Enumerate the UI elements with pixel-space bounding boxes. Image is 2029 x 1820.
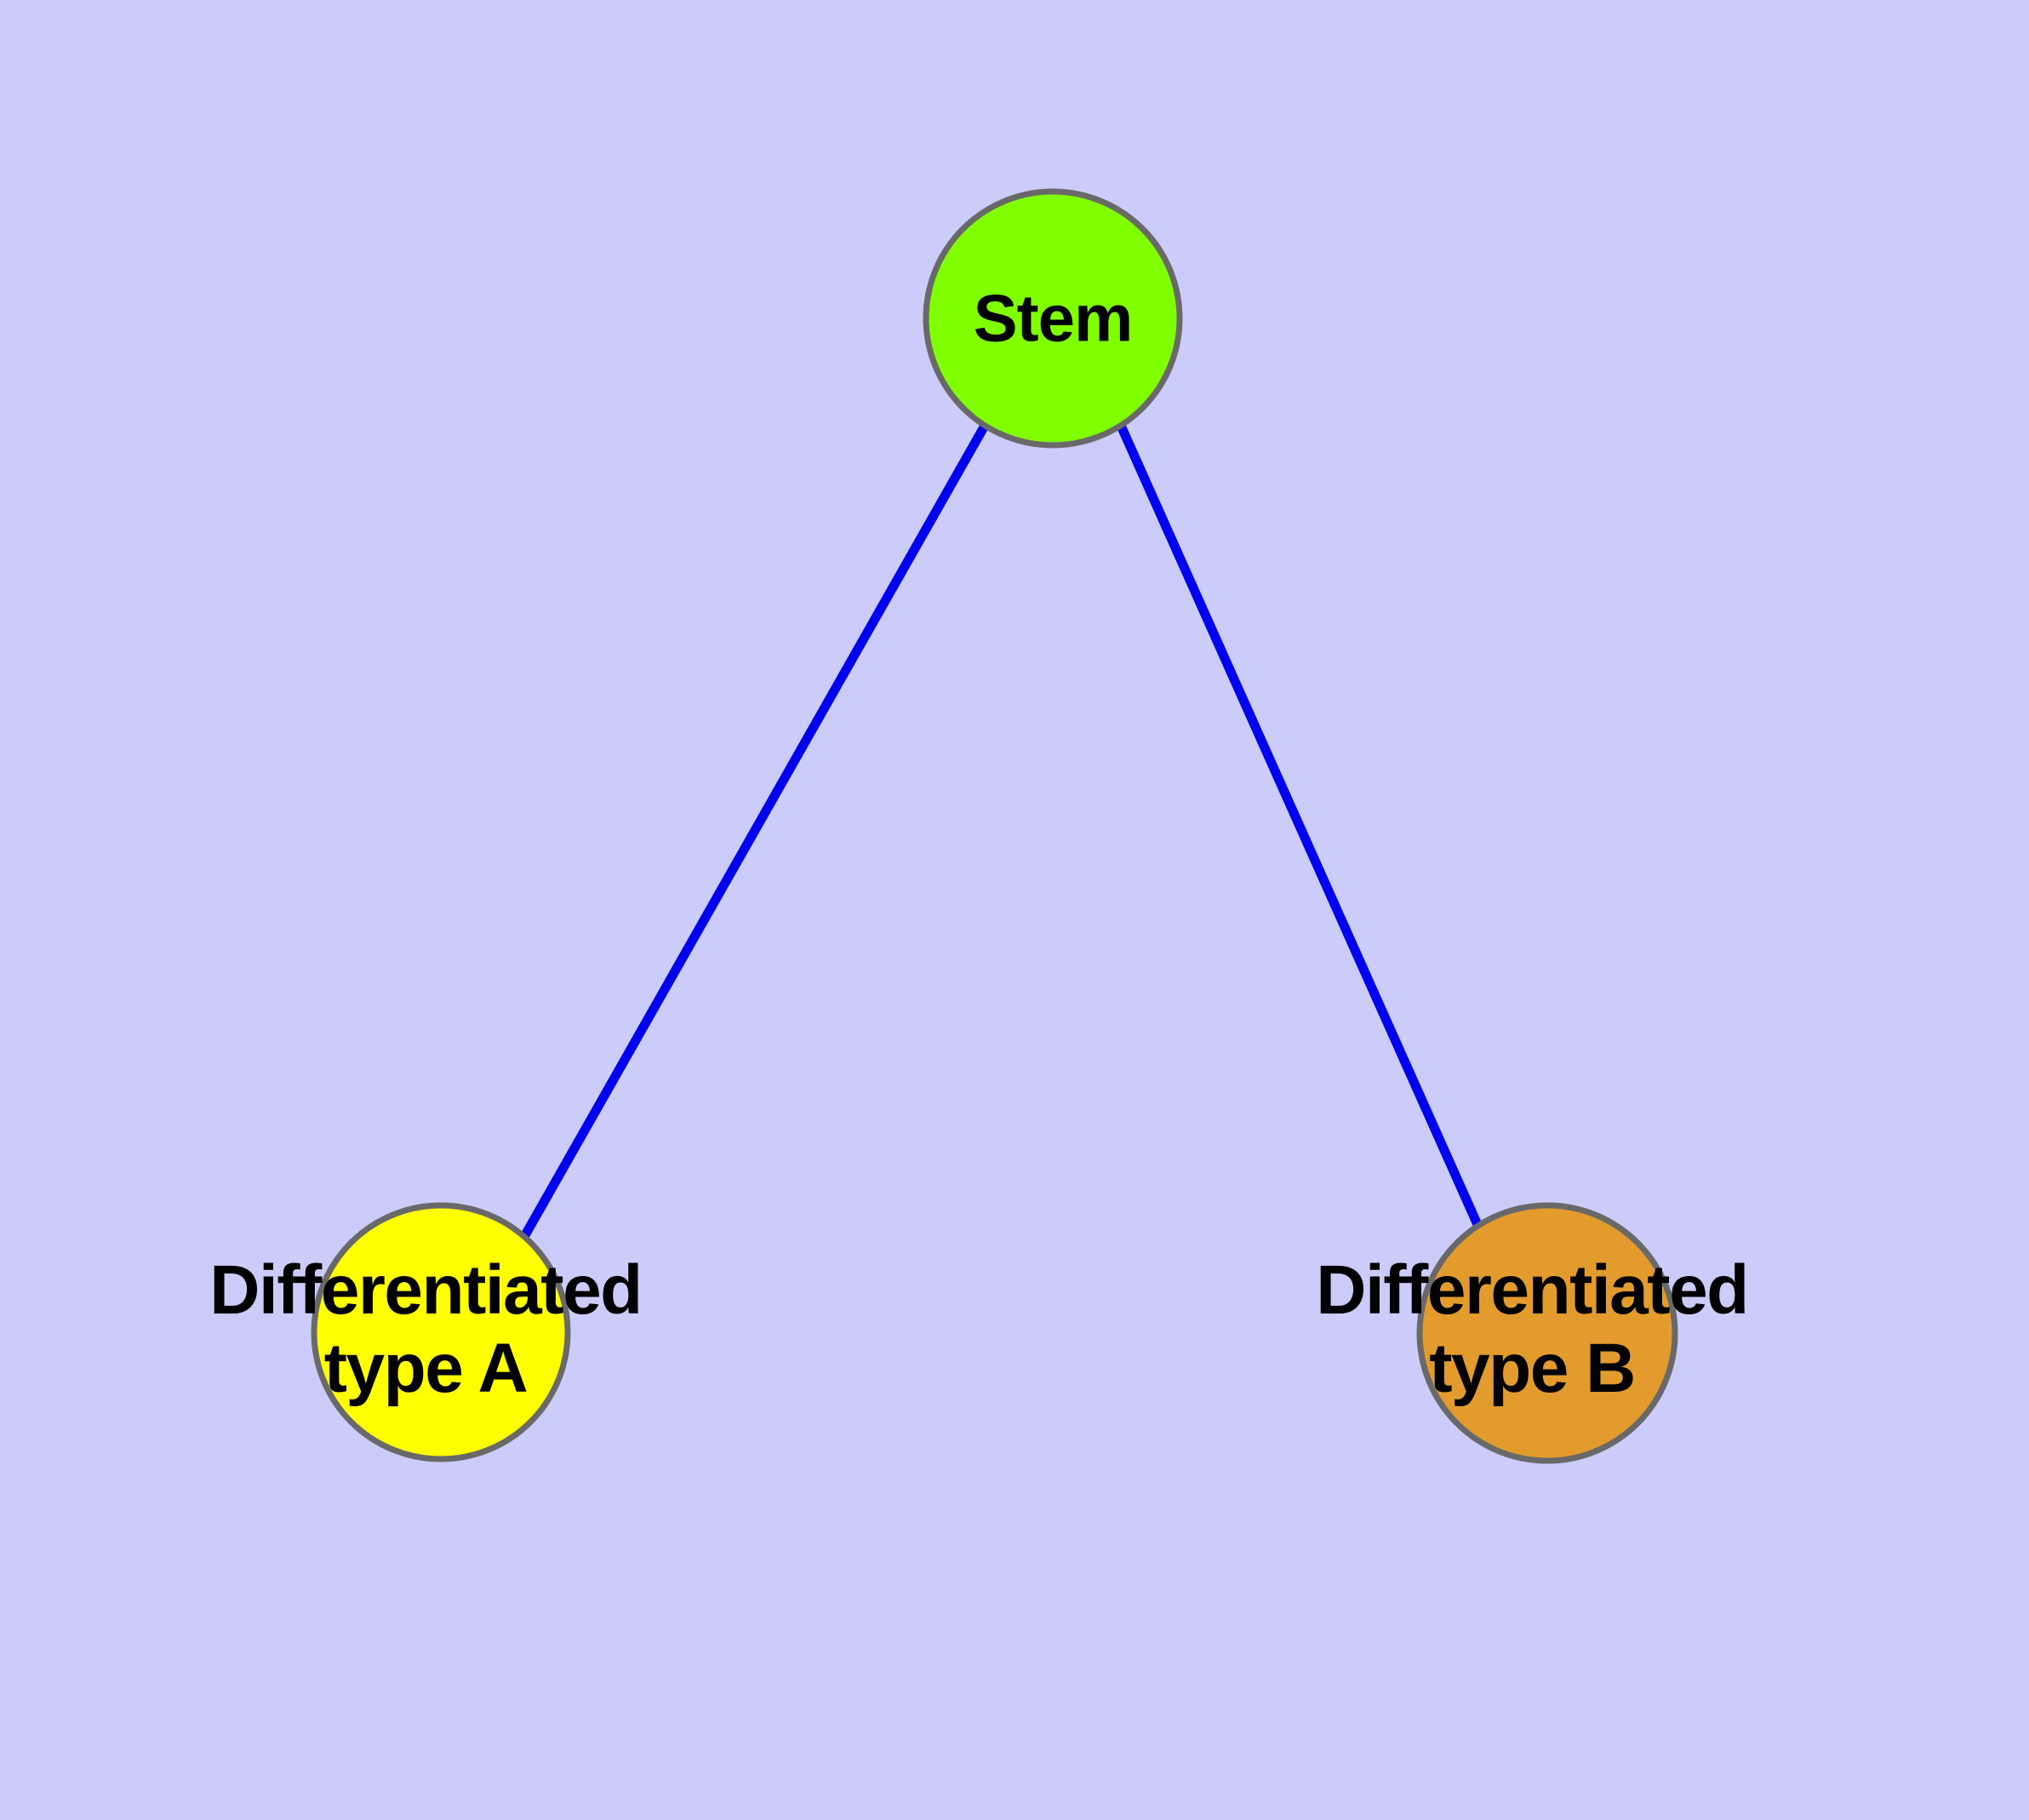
- graph-node-stem[interactable]: [923, 188, 1183, 449]
- edges-group: [521, 423, 1484, 1238]
- nodes-group: [311, 188, 1678, 1464]
- graph-node-diff-a[interactable]: [311, 1202, 571, 1462]
- graph-edge-stem-to-diff-a[interactable]: [521, 423, 989, 1238]
- graph-node-diff-b[interactable]: [1416, 1202, 1678, 1464]
- graph-edge-stem-to-diff-b[interactable]: [1116, 423, 1484, 1231]
